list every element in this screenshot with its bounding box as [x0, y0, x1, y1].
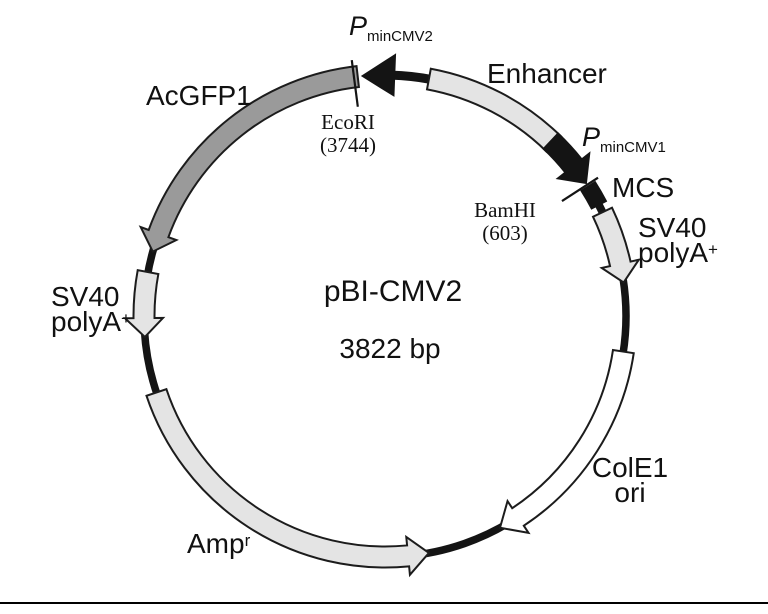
- cole1-name: ColE1: [591, 452, 669, 483]
- backbone-amp-sv40left: [140, 330, 162, 398]
- ecori-label: EcoRI (3744): [320, 111, 376, 157]
- cole1-ori-label: ColE1 ori: [591, 452, 669, 508]
- p-mincmv1-symbol: P: [582, 122, 601, 152]
- bottom-rule: [0, 602, 768, 604]
- sv40-polya-left-label: SV40 polyA+: [51, 281, 131, 337]
- sv40-left-line1: SV40: [51, 281, 120, 312]
- acgfp1-label: AcGFP1: [146, 80, 252, 111]
- p-mincmv1-promoter-arrow: [542, 132, 591, 185]
- bamhi-label: BamHI (603): [474, 199, 536, 245]
- mcs-segment: [580, 180, 608, 210]
- sv40-right-line1: SV40: [638, 212, 707, 243]
- p-mincmv2-promoter-head: [360, 53, 397, 97]
- sv40-right-plus: +: [708, 240, 718, 259]
- sv40-left-plus: +: [121, 309, 131, 328]
- p-mincmv2-symbol: P: [349, 11, 368, 41]
- backbone-pmincmv2-tail: [391, 70, 432, 84]
- sv40-left-line2: polyA: [51, 306, 122, 337]
- mcs-label: MCS: [612, 172, 675, 203]
- enhancer-label: Enhancer: [487, 58, 607, 89]
- ecori-site-tick: [350, 60, 359, 107]
- amp-r-arrow: [145, 387, 431, 578]
- p-mincmv2-label: PminCMV2: [349, 13, 433, 50]
- p-mincmv1-label: PminCMV1: [582, 124, 666, 161]
- backbone-sv40-cole1: [619, 277, 630, 355]
- bamhi-site-tick: [561, 176, 599, 203]
- sv40-polya-right-label: SV40 polyA+: [638, 212, 718, 268]
- bamhi-position: (603): [482, 221, 528, 245]
- cole1-ori-arrow: [498, 348, 635, 535]
- amp-r-label: Ampr: [187, 528, 251, 559]
- plasmid-name: pBI-CMV2: [323, 275, 463, 308]
- acgfp1-arrow: [138, 65, 361, 253]
- p-mincmv1-subscript: minCMV1: [600, 139, 666, 156]
- p-mincmv2-subscript: minCMV2: [367, 28, 433, 45]
- sv40-polya-right-arrow: [591, 206, 642, 284]
- ecori-position: (3744): [320, 133, 376, 157]
- sv40-polya-left-arrow: [122, 269, 166, 339]
- cole1-ori-word: ori: [614, 477, 646, 508]
- amp-sup: r: [244, 531, 251, 550]
- sv40-right-line2: polyA: [638, 237, 709, 268]
- bamhi-name: BamHI: [474, 198, 536, 222]
- plasmid-size: 3822 bp: [339, 333, 441, 364]
- ecori-name: EcoRI: [321, 110, 375, 134]
- amp-base: Amp: [187, 528, 245, 559]
